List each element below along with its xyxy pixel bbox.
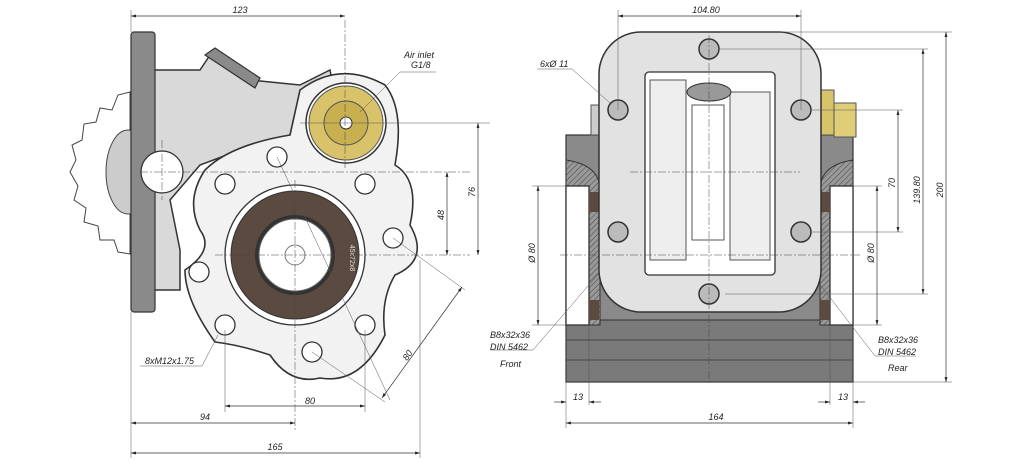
dim-94: 94: [200, 412, 210, 422]
dim-80-diagonal: 80: [401, 348, 415, 362]
dim-164: 164: [708, 412, 723, 422]
dim-13-rear: 13: [838, 392, 848, 402]
side-view: 104.80 200 139.80 70 Ø 80 Ø 80 13 13 164…: [490, 5, 952, 428]
spline-rear-standard: DIN 5462: [878, 347, 916, 357]
air-inlet-thread: G1/8: [411, 60, 431, 70]
dim-48: 48: [436, 210, 446, 220]
holes-note: 6xØ 11: [540, 59, 568, 69]
front-view: 45x72x8 123 165 94 80 48 76 80 Air inlet…: [69, 5, 490, 458]
brass-fitting: [819, 89, 835, 136]
front-bore: [565, 185, 590, 326]
dim-bore-rear: Ø 80: [866, 243, 876, 264]
spline-front-standard: DIN 5462: [490, 342, 528, 352]
spline-rear-spec: B8x32x36: [878, 335, 918, 345]
dim-76: 76: [467, 187, 477, 197]
dim-200: 200: [935, 182, 945, 198]
dim-70: 70: [887, 178, 897, 188]
dim-165: 165: [267, 442, 283, 452]
dim-13-front: 13: [573, 392, 583, 402]
bolt-holes: [188, 146, 404, 363]
dim-80-horizontal: 80: [305, 396, 315, 406]
dim-bore-front: Ø 80: [527, 243, 537, 264]
rear-label: Rear: [888, 363, 909, 373]
lever: [203, 47, 261, 89]
air-inlet-label: Air inlet: [403, 50, 435, 60]
thread-note: 8xM12x1.75: [145, 356, 195, 366]
rear-bore: [829, 185, 854, 326]
front-label: Front: [500, 359, 522, 369]
dim-104-80: 104.80: [692, 5, 720, 15]
gears: [649, 79, 771, 261]
spline-front-spec: B8x32x36: [490, 330, 530, 340]
dim-123: 123: [232, 5, 247, 15]
seal-marking: 45x72x8: [348, 245, 355, 272]
dim-139-80: 139.80: [912, 176, 922, 204]
